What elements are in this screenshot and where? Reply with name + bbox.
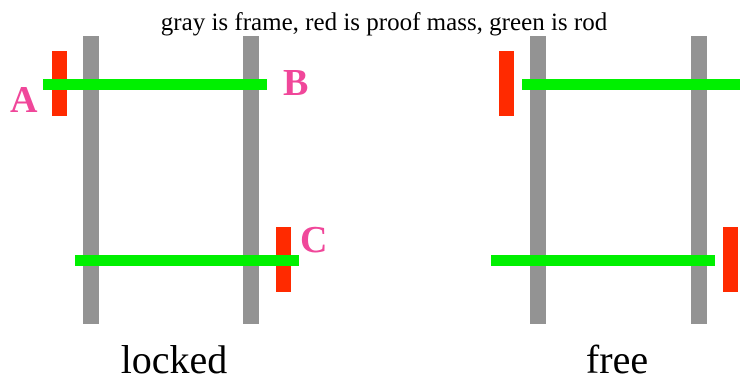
label-b: B — [283, 62, 308, 104]
free-panel-label: free — [586, 337, 648, 382]
locked-rod-bottom — [75, 255, 299, 266]
diagram-caption: gray is frame, red is proof mass, green … — [161, 9, 608, 36]
free-rod-bottom — [491, 255, 715, 266]
free-frame-left — [530, 36, 546, 324]
locked-frame-left — [83, 36, 99, 324]
locked-rod-top — [43, 79, 267, 90]
label-a: A — [10, 79, 38, 121]
free-frame-right — [691, 36, 707, 324]
locked-panel-label: locked — [121, 337, 228, 382]
free-panel: free — [491, 36, 740, 382]
free-proof-mass-bottom — [723, 227, 738, 292]
locked-frame-right — [243, 36, 259, 324]
free-rod-top — [522, 79, 740, 90]
locked-panel: A B C locked — [10, 36, 327, 382]
free-proof-mass-top — [499, 51, 514, 116]
label-c: C — [300, 219, 327, 261]
